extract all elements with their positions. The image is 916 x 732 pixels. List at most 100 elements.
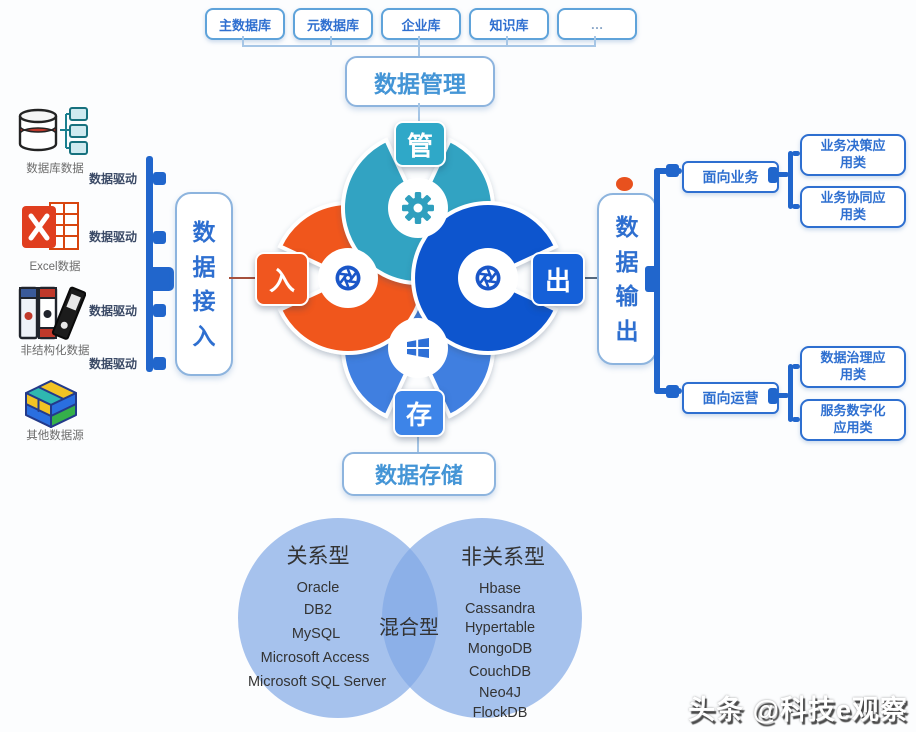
data-access-label: 数据接入 bbox=[192, 219, 216, 349]
top-box-3: 企业库 bbox=[381, 8, 461, 40]
venn-item-text: Hypertable bbox=[464, 620, 536, 636]
gear-icon bbox=[402, 192, 434, 224]
child-box-3-label: 数据治理应用类 bbox=[820, 350, 886, 382]
venn-left-item: Microsoft SQL Server bbox=[222, 674, 412, 690]
child-box-1: 业务决策应用类 bbox=[800, 134, 906, 176]
left-spine-line bbox=[146, 156, 153, 372]
watermark-text: 头条 @科技e观察 bbox=[688, 695, 908, 725]
data-output-label: 数据输出 bbox=[615, 214, 639, 344]
connector bbox=[229, 277, 255, 279]
group-operations-label: 面向运营 bbox=[702, 390, 759, 406]
connector-knob bbox=[153, 357, 166, 370]
venn-item-text: MySQL bbox=[291, 626, 341, 642]
source-1-text: 数据库数据 bbox=[26, 163, 84, 175]
connector bbox=[788, 364, 793, 422]
venn-item-text: Hbase bbox=[479, 581, 521, 597]
source-4-text: 其他数据源 bbox=[26, 430, 84, 442]
venn-left-item: DB2 bbox=[238, 602, 398, 618]
venn-right-title: 非关系型 bbox=[428, 541, 578, 571]
connector bbox=[242, 36, 244, 46]
aperture-icon bbox=[474, 264, 502, 292]
hub-circle bbox=[388, 318, 448, 378]
connector bbox=[792, 364, 800, 369]
connector bbox=[792, 417, 800, 422]
manage-square: 管 bbox=[394, 121, 446, 167]
windows-icon bbox=[407, 338, 429, 358]
connector bbox=[788, 151, 793, 209]
watermark: 头条 @科技e观察 bbox=[688, 688, 908, 727]
venn-middle-label: 混合型 bbox=[364, 611, 454, 640]
accent-dot bbox=[616, 177, 633, 191]
connector bbox=[418, 103, 420, 123]
connector bbox=[792, 204, 800, 209]
venn-item-text: Microsoft Access bbox=[260, 650, 370, 666]
group-business-node: 面向业务 bbox=[682, 161, 779, 193]
output-square: 出 bbox=[531, 252, 585, 306]
venn-left-item: MySQL bbox=[236, 626, 396, 642]
connector bbox=[506, 36, 508, 46]
connector-knob bbox=[666, 385, 679, 398]
edge-label-4: 数据驱动 bbox=[82, 355, 144, 372]
top-box-1: 主数据库 bbox=[205, 8, 285, 40]
child-box-3: 数据治理应用类 bbox=[800, 346, 906, 388]
connector bbox=[330, 36, 332, 46]
source-label-1: 数据库数据 bbox=[0, 160, 110, 176]
edge-label-1-text: 数据驱动 bbox=[88, 172, 137, 186]
connector bbox=[581, 277, 597, 279]
store-char: 存 bbox=[405, 399, 432, 430]
edge-label-4-text: 数据驱动 bbox=[88, 357, 137, 371]
connector-knob bbox=[153, 304, 166, 317]
binders-icon bbox=[18, 286, 86, 340]
connector-knob bbox=[768, 167, 778, 183]
connector bbox=[775, 172, 789, 177]
venn-right-item: MongoDB bbox=[420, 641, 580, 657]
store-square: 存 bbox=[393, 389, 445, 437]
venn-item-text: Cassandra bbox=[464, 601, 536, 617]
edge-label-3-text: 数据驱动 bbox=[88, 304, 137, 318]
aperture-icon bbox=[334, 264, 362, 292]
venn-right-item: CouchDB bbox=[420, 664, 580, 680]
connector-knob bbox=[666, 164, 679, 177]
venn-right-item: Neo4J bbox=[420, 685, 580, 701]
connector bbox=[418, 45, 420, 56]
connector-knob-main bbox=[146, 267, 174, 291]
data-management-node: 数据管理 bbox=[345, 56, 495, 107]
venn-item-text: DB2 bbox=[303, 602, 333, 618]
data-storage-node: 数据存储 bbox=[342, 452, 496, 496]
venn-right-item: FlockDB bbox=[420, 705, 580, 721]
child-box-2-label: 业务协同应用类 bbox=[820, 190, 886, 222]
venn-item-text: Microsoft SQL Server bbox=[247, 674, 387, 690]
edge-label-1: 数据驱动 bbox=[82, 170, 144, 187]
group-operations-node: 面向运营 bbox=[682, 382, 779, 414]
pinwheel-graphic bbox=[277, 137, 559, 419]
venn-right-item: Cassandra bbox=[420, 601, 580, 617]
venn-left-title: 关系型 bbox=[258, 540, 378, 570]
connector bbox=[792, 151, 800, 156]
edge-label-2-text: 数据驱动 bbox=[88, 230, 137, 244]
excel-icon bbox=[22, 202, 79, 250]
child-box-4-label: 服务数字化应用类 bbox=[820, 403, 886, 435]
cube-icon bbox=[25, 380, 77, 428]
top-box-more-label: … bbox=[590, 16, 604, 32]
child-box-4: 服务数字化应用类 bbox=[800, 399, 906, 441]
top-box-more: … bbox=[557, 8, 637, 40]
top-box-1-label: 主数据库 bbox=[218, 17, 271, 33]
input-square: 入 bbox=[255, 252, 309, 306]
venn-left-item: Microsoft Access bbox=[230, 650, 400, 666]
top-box-4: 知识库 bbox=[469, 8, 549, 40]
venn-item-text: Neo4J bbox=[479, 685, 521, 701]
venn-item-text: FlockDB bbox=[472, 705, 528, 721]
input-char: 入 bbox=[268, 265, 295, 296]
data-access-node: 数据接入 bbox=[175, 192, 233, 376]
source-label-4: 其他数据源 bbox=[0, 427, 110, 443]
venn-item-text: Oracle bbox=[296, 580, 340, 596]
top-box-4-label: 知识库 bbox=[489, 17, 529, 33]
venn-right-item: Hypertable bbox=[420, 620, 580, 636]
source-2-text: Excel数据 bbox=[29, 261, 81, 273]
output-char: 出 bbox=[544, 265, 571, 296]
edge-label-2: 数据驱动 bbox=[82, 228, 144, 245]
right-spine-line bbox=[654, 168, 660, 394]
venn-middle-text: 混合型 bbox=[379, 617, 439, 639]
connector bbox=[775, 393, 789, 398]
